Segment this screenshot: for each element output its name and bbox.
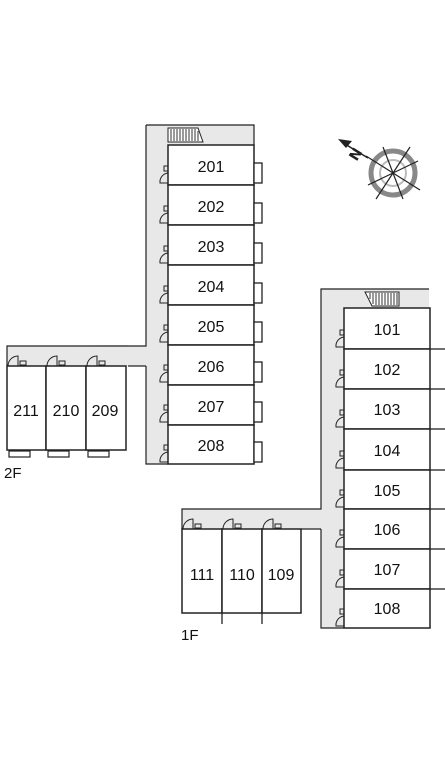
- corridor-1f-outline: [181, 288, 429, 629]
- door-icon: [159, 243, 169, 264]
- stair-2f-icon: [167, 127, 204, 143]
- unit-211[interactable]: [6, 365, 47, 451]
- door-icon: [335, 567, 345, 588]
- unit-label: 103: [374, 402, 401, 419]
- unit-108[interactable]: [343, 588, 431, 629]
- compass-north-label: N: [346, 146, 366, 164]
- unit-label: 106: [374, 522, 401, 539]
- doors-2f-column: [159, 163, 169, 463]
- door-icon: [335, 407, 345, 428]
- door-icon: [262, 518, 282, 530]
- unit-105[interactable]: [343, 469, 431, 510]
- unit-label: 207: [198, 399, 225, 416]
- units-1f-column: [343, 307, 431, 629]
- unit-209[interactable]: [85, 365, 127, 451]
- unit-208[interactable]: [167, 424, 255, 465]
- unit-label: 206: [198, 359, 225, 376]
- doors-2f-row: [7, 355, 106, 367]
- unit-label: 211: [13, 403, 39, 420]
- unit-label: 209: [92, 403, 119, 420]
- door-icon: [7, 355, 27, 367]
- units-2f-column: [167, 144, 255, 465]
- unit-205[interactable]: [167, 304, 255, 346]
- unit-label: 201: [198, 159, 225, 176]
- door-icon: [335, 606, 345, 627]
- balcony-lines-1f: [430, 348, 445, 590]
- unit-label: 102: [374, 362, 401, 379]
- door-icon: [159, 362, 169, 383]
- door-icon: [159, 442, 169, 463]
- unit-207[interactable]: [167, 384, 255, 426]
- door-icon: [335, 487, 345, 508]
- corridor-2f-horizontal: [7, 346, 168, 366]
- unit-label: 107: [374, 562, 401, 579]
- doors-1f-row: [182, 518, 282, 530]
- units-1f-row: [181, 528, 302, 614]
- stair-1f-icon: [364, 291, 400, 307]
- balcony-lines-1f-row: [221, 613, 263, 624]
- door-icon: [159, 163, 169, 184]
- door-icon: [159, 402, 169, 423]
- door-icon: [335, 527, 345, 548]
- unit-110[interactable]: [221, 528, 263, 614]
- unit-102[interactable]: [343, 348, 431, 390]
- doors-1f-column: [335, 327, 345, 627]
- unit-label: 202: [198, 199, 225, 216]
- unit-label: 205: [198, 319, 225, 336]
- unit-202[interactable]: [167, 184, 255, 226]
- floor-label-2f: 2F: [4, 465, 22, 482]
- door-icon: [182, 518, 202, 530]
- unit-label: 101: [374, 322, 401, 339]
- units-2f-row: [6, 365, 127, 451]
- unit-label: 104: [374, 443, 401, 460]
- corridor-1f-vertical: [321, 289, 344, 628]
- unit-label: 210: [53, 403, 80, 420]
- unit-label: 108: [374, 601, 401, 618]
- balconies-2f: [253, 162, 263, 463]
- unit-label: 109: [268, 567, 295, 584]
- balconies-2f-row: [8, 450, 110, 458]
- unit-label: 203: [198, 239, 225, 256]
- unit-label: 208: [198, 438, 225, 455]
- door-icon: [159, 322, 169, 343]
- unit-label: 204: [198, 279, 225, 296]
- door-icon: [335, 327, 345, 348]
- unit-label: 111: [190, 567, 214, 584]
- compass-icon: N: [338, 139, 421, 200]
- door-icon: [86, 355, 106, 367]
- door-icon: [335, 448, 345, 469]
- unit-109[interactable]: [261, 528, 302, 614]
- unit-204[interactable]: [167, 264, 255, 306]
- unit-label: 110: [229, 567, 255, 584]
- door-icon: [159, 203, 169, 224]
- unit-label: 105: [374, 483, 401, 500]
- unit-203[interactable]: [167, 224, 255, 266]
- door-icon: [159, 283, 169, 304]
- door-icon: [46, 355, 66, 367]
- door-icon: [335, 367, 345, 388]
- corridor-1f-horizontal: [182, 509, 344, 529]
- door-icon: [222, 518, 242, 530]
- corridor-2f-vertical: [146, 125, 168, 464]
- corridor-2f-outline: [6, 124, 255, 465]
- unit-210[interactable]: [45, 365, 87, 451]
- floor-label-1f: 1F: [181, 627, 199, 644]
